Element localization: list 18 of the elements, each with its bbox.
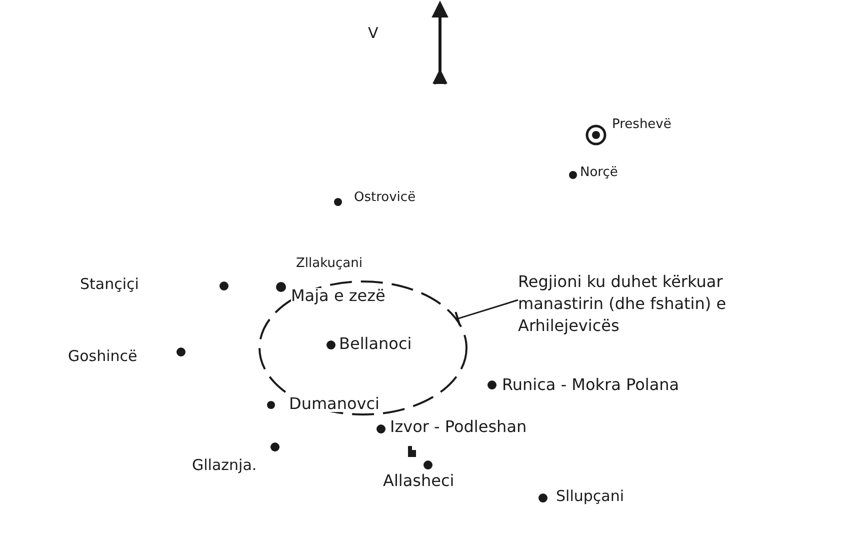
place-name: Gllaznja. <box>192 458 257 473</box>
place-name: Dumanovci <box>289 396 380 412</box>
callout-text: Regjioni ku duhet kërkuar manastirin (dhe fshatin) e Arhilejevicës <box>518 271 728 337</box>
place-name: Zllakuçani <box>296 257 362 270</box>
place-name: Stançiçi <box>80 277 139 292</box>
place-name: Sllupçani <box>556 489 624 504</box>
place-name: Izvor - Podleshan <box>390 419 527 435</box>
place-name: Allasheci <box>383 473 454 489</box>
place-name: Bellanoci <box>339 336 412 352</box>
place-name: Goshincë <box>68 349 138 364</box>
place-name: Maja e zezë <box>291 288 386 304</box>
leader-line <box>454 299 518 326</box>
place-name: Ostrovicë <box>354 191 416 204</box>
place-name: Runica - Mokra Polana <box>502 377 680 393</box>
place-name: Norçë <box>580 166 618 179</box>
place-name: Preshevë <box>612 118 672 131</box>
region-circle <box>258 280 468 416</box>
place-name: V <box>368 26 378 41</box>
